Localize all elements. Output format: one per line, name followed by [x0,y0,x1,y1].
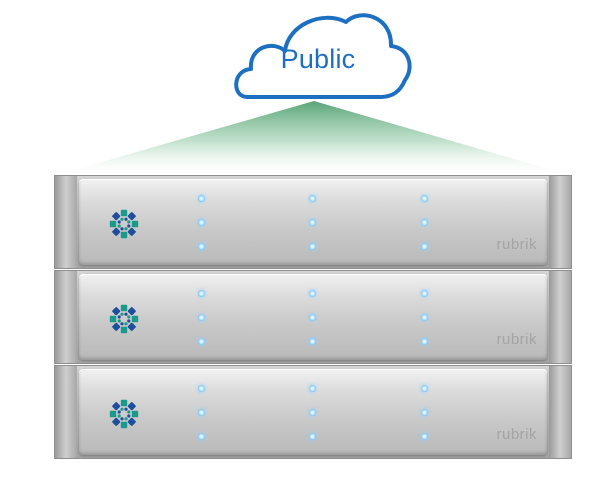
logo-dot [124,407,128,411]
logo-dot [117,410,121,414]
rack-ear-left [55,366,77,458]
rack-ear-left [55,176,77,268]
status-led [421,433,428,440]
logo-segment [131,410,139,418]
status-led [198,290,205,297]
status-led [198,314,205,321]
server-unit-3: rubrik [54,365,572,459]
rack-ear-right [549,271,571,363]
status-led [198,338,205,345]
logo-segment [127,212,136,221]
logo-dot [120,227,124,231]
status-led [198,243,205,250]
status-led [309,338,316,345]
status-led [421,338,428,345]
logo-dot [127,224,131,228]
status-led [421,314,428,321]
status-led [198,219,205,226]
logo-dot [127,315,131,319]
cloud-icon [234,13,412,99]
status-led [198,385,205,392]
rubrik-logo-icon [109,399,139,429]
status-led [309,219,316,226]
logo-dot [124,322,128,326]
server-unit-1: rubrik [54,175,572,269]
logo-dot [127,220,131,224]
server-bezel: rubrik [79,274,547,360]
logo-segment [131,315,139,323]
logo-segment [112,417,121,426]
logo-segment [112,322,121,331]
logo-dot [124,312,128,316]
logo-segment [120,421,128,429]
logo-dot [120,312,124,316]
logo-dot [124,227,128,231]
logo-segment [109,315,117,323]
connection-beam [60,101,566,174]
logo-dot [117,220,121,224]
server-bezel: rubrik [79,369,547,455]
status-led [198,409,205,416]
brand-label: rubrik [496,236,537,253]
status-led [421,219,428,226]
logo-segment [120,399,128,407]
logo-segment [127,227,136,236]
rack-ear-right [549,176,571,268]
status-led [309,385,316,392]
logo-segment [112,307,121,316]
logo-dot [117,315,121,319]
logo-dot [120,417,124,421]
logo-dot [117,319,121,323]
status-led [309,195,316,202]
brand-label: rubrik [496,331,537,348]
brand-label: rubrik [496,426,537,443]
status-led [309,243,316,250]
logo-segment [112,227,121,236]
status-led [421,290,428,297]
status-led [421,243,428,250]
logo-segment [112,212,121,221]
logo-segment [109,410,117,418]
status-led [309,409,316,416]
status-led [421,195,428,202]
logo-segment [120,326,128,334]
status-led [309,290,316,297]
logo-dot [127,319,131,323]
logo-segment [120,304,128,312]
logo-segment [109,220,117,228]
status-led [421,385,428,392]
status-led [198,195,205,202]
logo-segment [127,307,136,316]
server-bezel: rubrik [79,179,547,265]
server-unit-2: rubrik [54,270,572,364]
cloud-label: Public [280,44,356,74]
logo-segment [127,322,136,331]
rack-ear-left [55,271,77,363]
rubrik-logo-icon [109,209,139,239]
status-led [309,314,316,321]
logo-dot [120,407,124,411]
logo-dot [127,414,131,418]
logo-dot [127,410,131,414]
status-led [309,433,316,440]
logo-dot [117,224,121,228]
logo-dot [117,414,121,418]
logo-dot [120,322,124,326]
logo-segment [120,209,128,217]
logo-segment [112,402,121,411]
logo-segment [127,402,136,411]
logo-segment [127,417,136,426]
logo-dot [124,417,128,421]
status-led [198,433,205,440]
logo-dot [120,217,124,221]
logo-dot [124,217,128,221]
logo-segment [120,231,128,239]
logo-segment [131,220,139,228]
rubrik-logo-icon [109,304,139,334]
status-led [421,409,428,416]
rack-ear-right [549,366,571,458]
